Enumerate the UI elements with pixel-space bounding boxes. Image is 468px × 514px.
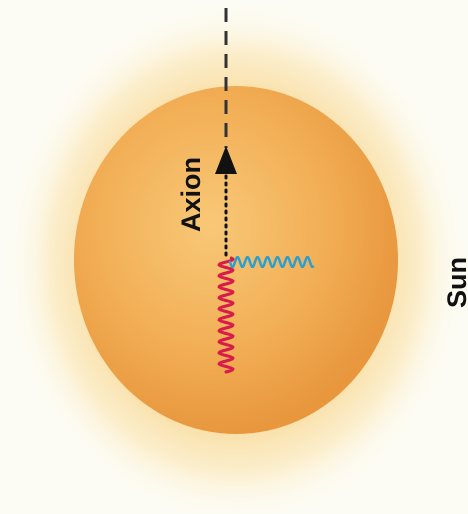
sun-label: Sun bbox=[442, 257, 468, 308]
axion-label: Axion bbox=[176, 157, 206, 232]
incoming-photon-wave bbox=[217, 256, 235, 374]
arrow-up-icon bbox=[215, 146, 237, 174]
outgoing-photon-wave bbox=[228, 255, 315, 269]
